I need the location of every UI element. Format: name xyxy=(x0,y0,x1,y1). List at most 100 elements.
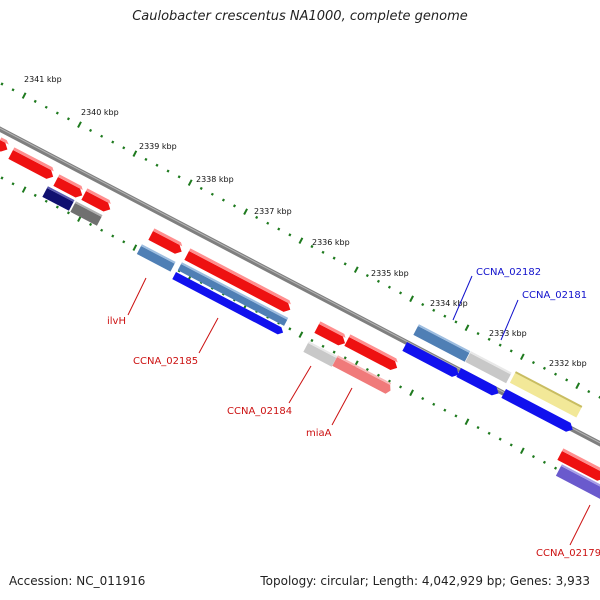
minor-tick xyxy=(399,291,403,295)
minor-tick xyxy=(509,349,513,353)
scale-label: 2333 kbp xyxy=(489,329,527,338)
minor-tick xyxy=(111,140,115,144)
minor-tick xyxy=(310,338,314,343)
minor-tick xyxy=(255,215,259,220)
scale-label: 2332 kbp xyxy=(549,359,587,368)
minor-tick xyxy=(542,460,546,464)
gene-feature-red[interactable] xyxy=(81,188,114,213)
minor-tick xyxy=(11,182,15,186)
minor-tick xyxy=(476,331,480,336)
gene-label-ccna-02185[interactable]: CCNA_02185 xyxy=(133,356,198,367)
gene-label-ccna-02181[interactable]: CCNA_02181 xyxy=(522,290,587,301)
minor-tick xyxy=(232,204,237,208)
scale-label: 2339 kbp xyxy=(139,142,177,151)
minor-tick xyxy=(343,356,347,360)
minor-tick xyxy=(33,193,37,197)
scale-label: 2341 kbp xyxy=(24,75,62,84)
gene-feature-red[interactable] xyxy=(148,228,185,256)
gene-feature-steelblue[interactable] xyxy=(136,244,176,272)
gene-feature-slateblue[interactable] xyxy=(555,464,600,499)
major-tick xyxy=(464,324,470,332)
major-tick xyxy=(187,179,193,186)
major-tick xyxy=(77,121,82,128)
minor-tick xyxy=(531,360,535,365)
minor-tick xyxy=(554,372,558,376)
gene-feature-red[interactable] xyxy=(314,321,348,347)
gene-label-ilvh[interactable]: ilvH xyxy=(107,316,126,327)
minor-tick xyxy=(266,221,270,225)
minor-tick xyxy=(100,134,104,138)
minor-tick xyxy=(432,308,436,312)
gene-label-miaa[interactable]: miaA xyxy=(306,428,332,439)
major-tick xyxy=(464,418,470,426)
minor-tick xyxy=(288,327,292,331)
gene-feature-lightgray[interactable] xyxy=(303,341,338,367)
minor-tick xyxy=(55,205,59,209)
minor-tick xyxy=(487,431,491,435)
minor-tick xyxy=(177,175,181,179)
minor-tick xyxy=(454,414,458,418)
gene-feature-navy[interactable] xyxy=(42,186,75,211)
minor-tick xyxy=(0,176,4,180)
minor-tick xyxy=(44,199,48,203)
gene-feature-lightgray[interactable] xyxy=(465,351,512,384)
minor-tick xyxy=(44,105,48,109)
gene-features xyxy=(0,137,600,499)
gene-label-ccna-02182[interactable]: CCNA_02182 xyxy=(476,267,541,278)
gene-feature-red[interactable] xyxy=(8,147,57,181)
major-tick xyxy=(132,150,138,157)
minor-tick xyxy=(100,228,104,232)
minor-tick xyxy=(365,367,369,372)
minor-tick xyxy=(199,186,203,191)
minor-tick xyxy=(288,233,292,237)
gene-feature-blue[interactable] xyxy=(172,272,285,336)
gene-feature-steelblue[interactable] xyxy=(413,324,471,362)
minor-tick xyxy=(321,250,325,254)
gene-feature-red[interactable] xyxy=(184,248,294,314)
minor-tick xyxy=(443,314,447,318)
scale-labels: 2341 kbp 2340 kbp 2339 kbp 2338 kbp 2337… xyxy=(24,75,587,368)
minor-tick xyxy=(443,408,447,412)
outer-tick-track xyxy=(0,82,600,399)
label-leader-lines xyxy=(127,275,591,546)
gene-feature-pink[interactable] xyxy=(332,355,393,395)
minor-tick xyxy=(343,262,347,266)
minor-tick xyxy=(421,396,425,401)
gene-feature-steelblue[interactable] xyxy=(177,262,289,326)
gene-feature-red[interactable] xyxy=(557,448,600,483)
minor-tick xyxy=(509,443,513,447)
gene-feature-blue[interactable] xyxy=(501,389,575,434)
major-tick xyxy=(520,353,525,361)
major-tick xyxy=(575,382,581,390)
minor-tick xyxy=(210,192,214,196)
minor-tick xyxy=(89,128,93,133)
gene-feature-blue[interactable] xyxy=(456,368,500,398)
minor-tick xyxy=(122,240,126,244)
scale-label: 2336 kbp xyxy=(312,238,350,247)
scale-label: 2337 kbp xyxy=(254,207,292,216)
minor-tick xyxy=(122,146,126,150)
major-tick xyxy=(298,237,304,244)
minor-tick xyxy=(144,157,148,162)
gene-label-ccna-02179[interactable]: CCNA_02179 xyxy=(536,548,600,559)
gene-label-ccna-02184[interactable]: CCNA_02184 xyxy=(227,406,292,417)
minor-tick xyxy=(166,169,170,173)
gene-feature-red[interactable] xyxy=(344,334,401,372)
major-tick xyxy=(298,331,304,338)
gene-feature-blue[interactable] xyxy=(402,342,461,379)
gene-feature-yellow[interactable] xyxy=(509,371,583,418)
minor-tick xyxy=(332,256,336,260)
gene-feature-red[interactable] xyxy=(53,174,86,199)
minor-tick xyxy=(498,343,502,347)
minor-tick xyxy=(432,402,436,406)
minor-tick xyxy=(387,379,391,383)
minor-tick xyxy=(55,111,59,115)
minor-tick xyxy=(321,344,325,348)
minor-tick xyxy=(542,366,546,370)
minor-tick xyxy=(111,234,115,238)
major-tick xyxy=(21,186,27,193)
gene-feature-gray[interactable] xyxy=(70,201,103,226)
gene-feature-red[interactable] xyxy=(0,137,11,154)
